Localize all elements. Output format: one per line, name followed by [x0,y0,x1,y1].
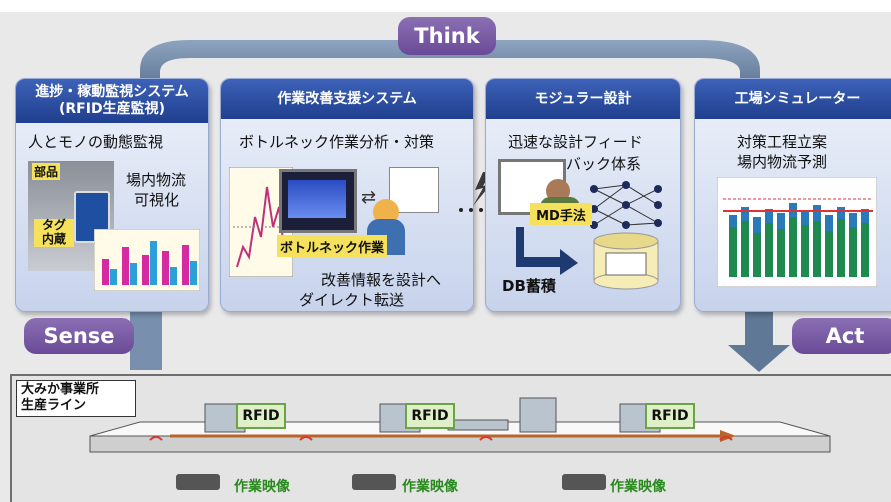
transfer-arrow-icon: ⇄ [361,187,377,208]
video-frame [288,180,346,218]
parts-label: 部品 [32,163,61,180]
panel-title: モジュラー設計 [486,79,680,119]
site-label-line2: 生産ライン [21,398,87,414]
panel-text: 可視化 [134,191,180,209]
video-monitor [279,169,357,233]
simulation-chart [717,177,877,287]
site-label: 大みか事業所 生産ライン [16,380,136,417]
top-band [0,0,891,12]
panel-text: 迅速な設計フィード [508,133,643,151]
panel-text: 場内物流 [126,171,187,189]
act-label: Act [792,318,891,354]
panel-title-line2: (RFID生産監視) [59,101,165,117]
network-graphic [590,181,662,229]
site-label-line1: 大みか事業所 [21,382,100,397]
parts-photo: 部品 タグ 内蔵 [28,161,114,271]
panel-rfid-monitoring: 進捗・稼動監視システム (RFID生産監視) 人とモノの動態監視 場内物流 可視… [15,78,209,312]
panel-factory-simulator: 工場シミュレーター 対策工程立案 場内物流予測 [694,78,891,312]
panel-text: 人とモノの動態監視 [28,133,164,151]
md-method-label: MD手法 [530,203,592,225]
bar-chart-thumbnail [94,229,200,291]
sense-label: Sense [24,318,134,354]
panel-title: 工場シミュレーター [695,79,891,119]
panel-title-line1: 進捗・稼動監視システム [35,84,189,101]
rfid-tag: RFID [236,403,286,429]
video-label: 作業映像 [402,479,458,495]
panel-work-improvement: 作業改善支援システム ボトルネック作業分析・対策 ⇄ ボトルネック作業 改善情報… [220,78,474,312]
bottleneck-label: ボトルネック作業 [277,235,387,257]
think-label: Think [398,17,496,55]
database-icon [593,232,659,290]
video-label: 作業映像 [610,479,666,495]
panel-text: ボトルネック作業分析・対策 [239,133,435,151]
rfid-tag: RFID [645,403,695,429]
tag-text: 内蔵 [41,231,66,246]
tag-text: タグ [41,218,66,232]
tag-callout: タグ 内蔵 [34,218,74,247]
rfid-tag: RFID [405,403,455,429]
db-arrow [516,227,578,275]
panel-text: ダイレクト転送 [299,291,405,309]
panel-text: 対策工程立案 [737,133,828,151]
panel-text: バック体系 [566,155,642,173]
db-label: DB蓄積 [502,277,556,295]
panel-modular-design: モジュラー設計 迅速な設計フィード バック体系 MD手法 [485,78,681,312]
panel-title: 作業改善支援システム [221,79,473,119]
panel-title: 進捗・稼動監視システム (RFID生産監視) [16,79,208,123]
panel-text: 改善情報を設計へ [321,271,442,289]
panel-text: 場内物流予測 [737,153,828,171]
video-label: 作業映像 [234,479,290,495]
